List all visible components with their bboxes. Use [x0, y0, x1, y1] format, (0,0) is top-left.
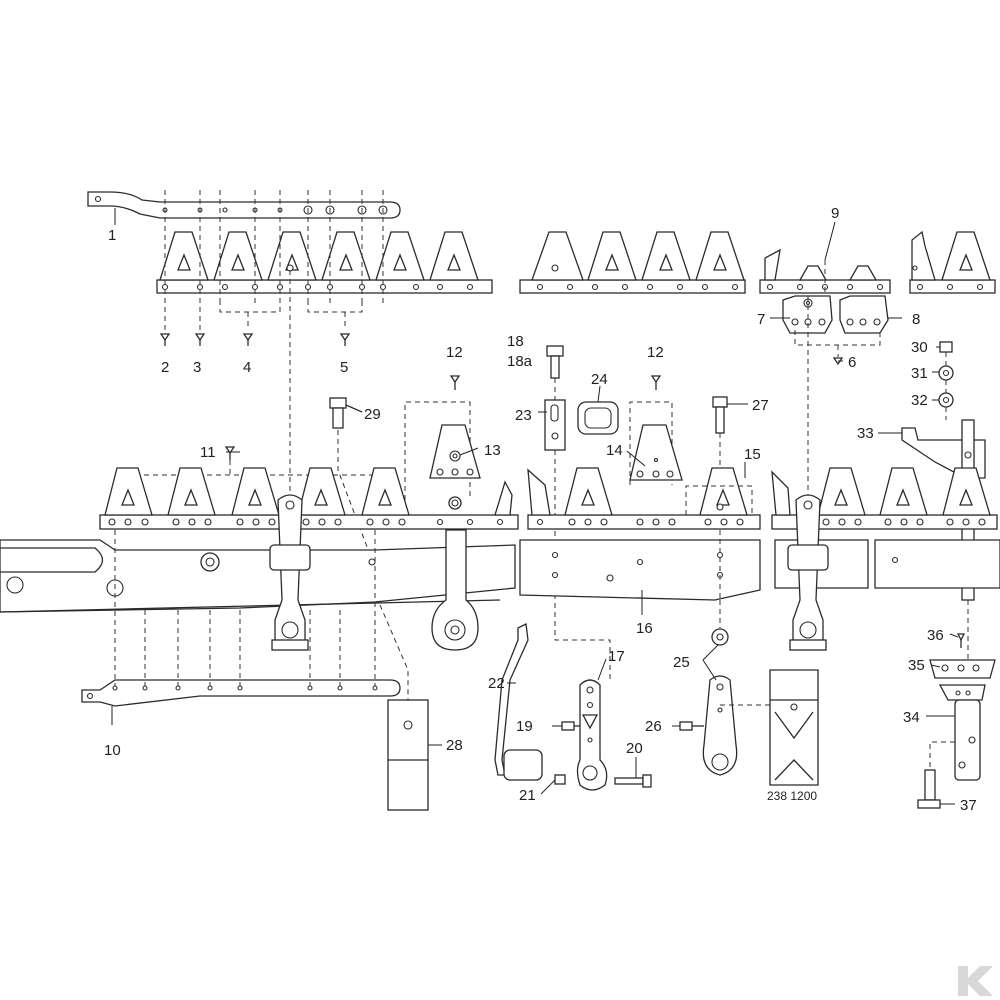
- callout-15: 15: [744, 446, 761, 463]
- bolt-18: [546, 345, 564, 379]
- callout-2: 2: [161, 359, 169, 376]
- alignment-lines-top-left: [164, 190, 384, 500]
- callout-29: 29: [364, 406, 381, 423]
- callout-28: 28: [446, 737, 463, 754]
- callout-20: 20: [626, 740, 643, 757]
- guard-plate-14: [629, 401, 683, 485]
- callout-6: 6: [848, 354, 856, 371]
- callout-16: 16: [636, 620, 653, 637]
- knife-section-row-main-left: [99, 467, 519, 530]
- knife-back-bar-top: [87, 191, 401, 219]
- callout-18a: 18a: [507, 353, 533, 370]
- callout-9: 9: [831, 205, 839, 222]
- callout-17: 17: [608, 648, 625, 665]
- callout-13: 13: [484, 442, 501, 459]
- cutter-bar-beam-left: [0, 539, 516, 613]
- leader-lines: [111, 208, 959, 805]
- knife-section-row-left: [156, 231, 493, 294]
- knife-section-row-middle: [519, 231, 746, 294]
- callout-37: 37: [960, 797, 977, 814]
- callout-18: 18: [507, 333, 524, 350]
- wear-plate-28: [387, 699, 429, 811]
- callout-35: 35: [908, 657, 925, 674]
- knife-head-right: [787, 494, 829, 651]
- knife-head-left: [269, 494, 311, 651]
- callout-22: 22: [488, 675, 505, 692]
- bolt-29: [329, 397, 373, 561]
- callout-7: 7: [757, 311, 765, 328]
- callout-5: 5: [340, 359, 348, 376]
- callout-4: 4: [243, 359, 251, 376]
- shoe-238-1200: [769, 669, 819, 786]
- callout-23: 23: [515, 407, 532, 424]
- callout-34: 34: [903, 709, 920, 726]
- alignment-lines-lower-left: [114, 530, 409, 700]
- rivets-2-5: [159, 333, 351, 346]
- knife-section-row-main-right: [771, 467, 998, 530]
- callout-labels: 1 2 3 4 5 6 7 8 9 10 11 12 12 13 14 15 1…: [104, 205, 977, 814]
- knife-back-bar-bottom: [81, 679, 401, 707]
- callout-10: 10: [104, 742, 121, 759]
- drive-lever-17: [554, 679, 652, 791]
- callout-8: 8: [912, 311, 920, 328]
- callout-21: 21: [519, 787, 536, 804]
- bolt-and-washers-30-32: [938, 341, 954, 420]
- callout-32: 32: [911, 392, 928, 409]
- callout-24: 24: [591, 371, 608, 388]
- ring-24: [577, 401, 619, 435]
- callout-12-right: 12: [647, 344, 664, 361]
- callout-36: 36: [927, 627, 944, 644]
- knife-section-row-far-right: [909, 230, 996, 294]
- bolt-12-right: [650, 375, 662, 390]
- callout-11: 11: [200, 444, 216, 461]
- cutter-bar-beam-16: [519, 539, 761, 601]
- callout-27: 27: [752, 397, 769, 414]
- guard-plate-13: [404, 401, 481, 510]
- knife-section-row-main-middle: [527, 467, 761, 530]
- part-number-label: 238 1200: [767, 789, 817, 803]
- bolt-12-left: [449, 375, 461, 390]
- callout-12-left: 12: [446, 344, 463, 361]
- bracket-assembly-34-37: [917, 600, 996, 809]
- callout-19: 19: [516, 718, 533, 735]
- callout-33: 33: [857, 425, 874, 442]
- callout-14: 14: [606, 442, 623, 459]
- callout-3: 3: [193, 359, 201, 376]
- callout-1: 1: [108, 227, 116, 244]
- bolt-27: [712, 396, 728, 475]
- callout-30: 30: [911, 339, 928, 356]
- callout-31: 31: [911, 365, 928, 382]
- knife-section-row-right: [759, 248, 891, 500]
- drive-lever-25: [679, 600, 795, 776]
- brand-logo: [958, 966, 993, 996]
- callout-25: 25: [673, 654, 690, 671]
- callout-26: 26: [645, 718, 662, 735]
- spring-22: [494, 623, 543, 781]
- knife-head-center: [431, 529, 479, 651]
